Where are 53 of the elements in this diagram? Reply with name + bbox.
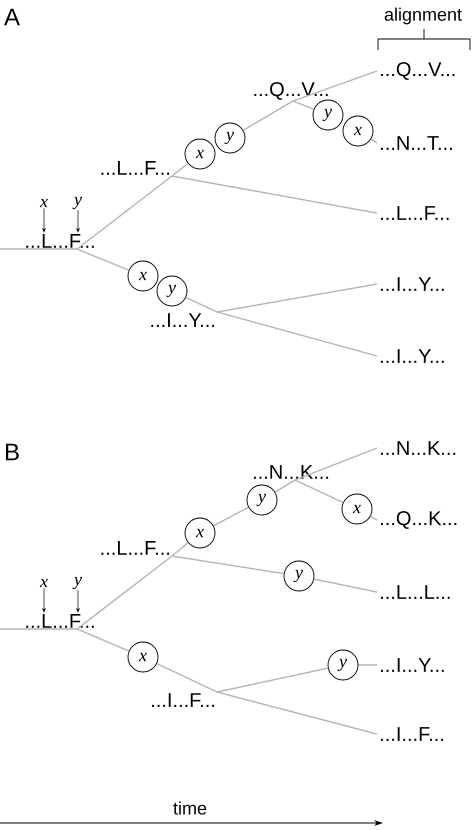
tree-branch bbox=[370, 516, 378, 521]
tree-branch bbox=[294, 447, 378, 481]
sequence-label: ...I...Y... bbox=[381, 277, 444, 291]
sequence-label: ...N...K... bbox=[254, 465, 328, 479]
tree-branch bbox=[76, 555, 172, 630]
sequence-label: ...I...F... bbox=[152, 693, 214, 707]
tree-branch bbox=[370, 138, 378, 144]
tree-branch bbox=[156, 662, 218, 693]
tree-branch bbox=[242, 100, 294, 131]
sequence-label: ...Q...V... bbox=[381, 62, 454, 80]
tree-branch bbox=[0, 248, 77, 250]
tree-branch bbox=[172, 163, 188, 177]
tree-branch bbox=[294, 479, 344, 504]
tree-branch bbox=[172, 555, 284, 574]
tree-branch bbox=[0, 628, 77, 630]
tree-branch bbox=[216, 691, 378, 735]
sequence-label: ...L...L... bbox=[381, 585, 450, 599]
tree-branch bbox=[274, 479, 296, 493]
alignment-label: alignment bbox=[384, 8, 462, 24]
site-label: y bbox=[72, 576, 82, 590]
sequence-label: ...Q...K... bbox=[381, 511, 456, 529]
sequence-label: ...L...F... bbox=[381, 206, 449, 220]
site-label: y bbox=[72, 196, 82, 210]
tree-branch bbox=[292, 70, 378, 102]
sequence-label: ...N...T... bbox=[381, 136, 452, 150]
time-label: time bbox=[173, 801, 206, 815]
tree-branch bbox=[172, 542, 189, 557]
tree-branch bbox=[76, 248, 129, 271]
tree-branch bbox=[216, 668, 328, 693]
site-label: x bbox=[40, 578, 48, 588]
sequence-label: ...I...Y... bbox=[381, 349, 444, 363]
tree-branch bbox=[172, 175, 378, 214]
tree-branch bbox=[76, 175, 172, 250]
panel-letter: A bbox=[4, 8, 20, 26]
tree-branch bbox=[314, 578, 378, 593]
sequence-label: ...L...F... bbox=[101, 541, 170, 555]
sequence-label: ...L...F... bbox=[26, 234, 94, 248]
tree-branch bbox=[216, 283, 378, 313]
tree-branch bbox=[292, 100, 314, 110]
tree-branch bbox=[213, 506, 249, 526]
sequence-label: ...L...F... bbox=[26, 614, 94, 628]
sequence-label: ...Q...V... bbox=[254, 82, 328, 100]
sequence-label: ...I...Y... bbox=[151, 313, 214, 327]
sequence-label: ...I...Y... bbox=[381, 658, 444, 672]
site-label: x bbox=[40, 198, 48, 208]
sequence-label: ...I...F... bbox=[381, 727, 443, 741]
panel-letter: B bbox=[6, 444, 19, 460]
tree-branch bbox=[186, 296, 218, 313]
sequence-label: ...N...K... bbox=[381, 441, 456, 455]
tree-branch bbox=[358, 664, 377, 666]
tree-branch bbox=[216, 311, 378, 357]
tree-branch bbox=[76, 628, 130, 652]
sequence-label: ...L...F... bbox=[101, 161, 170, 175]
